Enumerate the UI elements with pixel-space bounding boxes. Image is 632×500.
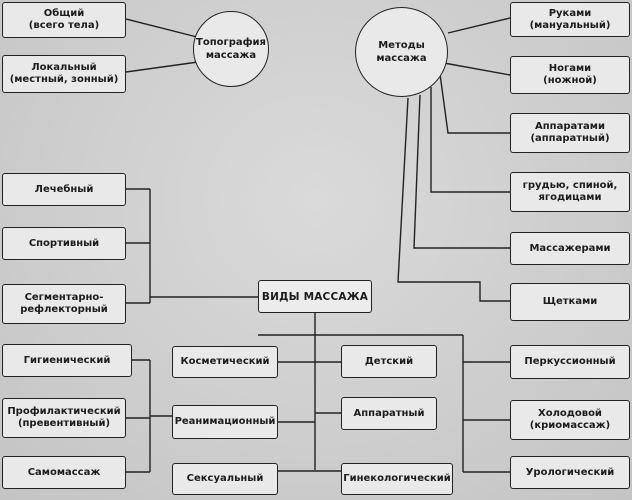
center-title: ВИДЫ МАССАЖА bbox=[258, 280, 372, 313]
method-item-brushes: Щетками bbox=[510, 283, 630, 321]
topography-circle: Топография массажа bbox=[193, 11, 269, 87]
method-item-body: грудью, спиной, ягодицами bbox=[510, 172, 630, 212]
method-item-hands: Руками (мануальный) bbox=[510, 2, 630, 37]
method-item-feet: Ногами (ножной) bbox=[510, 56, 630, 94]
topography-item-local: Локальный (местный, зонный) bbox=[2, 55, 126, 93]
type-item-sport: Спортивный bbox=[2, 227, 126, 260]
type-item-sexual: Сексуальный bbox=[172, 463, 278, 495]
type-item-cosmetic: Косметический bbox=[172, 346, 278, 378]
type-item-resuscitation: Реанимационный bbox=[172, 405, 278, 439]
type-item-children: Детский bbox=[341, 345, 437, 378]
methods-circle: Методы массажа bbox=[355, 7, 448, 97]
type-item-self: Самомассаж bbox=[2, 456, 126, 489]
type-item-urological: Урологический bbox=[510, 456, 630, 489]
method-item-massagers: Массажерами bbox=[510, 232, 630, 265]
type-item-therapeutic: Лечебный bbox=[2, 173, 126, 206]
type-item-gynecological: Гинекологический bbox=[341, 463, 453, 495]
method-item-apparatus: Аппаратами (аппаратный) bbox=[510, 113, 630, 153]
type-item-percussion: Перкуссионный bbox=[510, 345, 630, 379]
type-item-cryo: Холодовой (криомассаж) bbox=[510, 400, 630, 440]
topography-item-general: Общий (всего тела) bbox=[2, 2, 126, 38]
type-item-hygienic: Гигиенический bbox=[2, 344, 132, 377]
type-item-apparatus: Аппаратный bbox=[341, 397, 437, 430]
type-item-segmental: Сегментарно- рефлекторный bbox=[2, 284, 126, 324]
type-item-preventive: Профилактический (превентивный) bbox=[2, 398, 126, 438]
